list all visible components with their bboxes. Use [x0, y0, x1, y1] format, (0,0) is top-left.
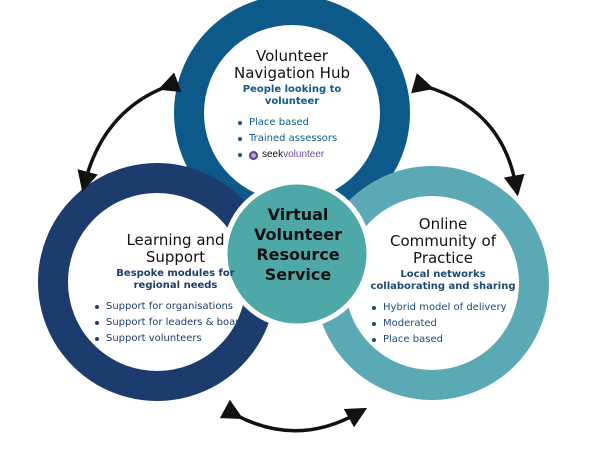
center-circle: [222, 179, 372, 329]
top-title: Volunteer Navigation Hub: [214, 48, 370, 82]
center-title-line: Volunteer: [253, 225, 342, 244]
top-subtitle-line: People looking to: [242, 84, 342, 95]
list-item: Place based: [370, 332, 518, 348]
top-subtitle: People looking to volunteer: [214, 84, 370, 108]
left-subtitle: Bespoke modules for regional needs: [88, 268, 263, 292]
left-section: Learning and Support Bespoke modules for…: [88, 232, 263, 347]
right-title-line: Online: [418, 215, 468, 233]
center-title-line: Service: [264, 265, 332, 284]
left-bullets: Support for organisations Support for le…: [93, 299, 263, 347]
left-subtitle-line: regional needs: [133, 280, 218, 291]
right-title: Online Community of Practice: [368, 216, 518, 267]
list-item: Support for organisations: [93, 299, 263, 315]
left-title-line: Support: [145, 248, 206, 266]
seekvolunteer-logo-icon: [249, 150, 258, 160]
left-subtitle-line: Bespoke modules for: [116, 268, 235, 279]
seek-logo-text-a: seek: [262, 149, 284, 160]
left-title-line: Learning and: [126, 231, 225, 249]
top-subtitle-line: volunteer: [264, 96, 320, 107]
right-subtitle-line: collaborating and sharing: [370, 281, 516, 292]
list-item: Trained assessors: [236, 131, 370, 147]
double-headed-arrow-icon: [77, 72, 182, 193]
double-headed-arrow-icon: [219, 399, 368, 433]
list-item: Support for leaders & boards: [93, 315, 263, 331]
right-subtitle: Local networks collaborating and sharing: [368, 269, 518, 293]
right-bullets: Hybrid model of delivery Moderated Place…: [370, 300, 518, 348]
right-title-line: Community of: [389, 232, 497, 250]
center-title-line: Virtual: [267, 205, 329, 224]
left-title: Learning and Support: [88, 232, 263, 266]
top-section: Volunteer Navigation Hub People looking …: [214, 48, 370, 166]
list-item: Place based: [236, 115, 370, 131]
right-section: Online Community of Practice Local netwo…: [368, 216, 518, 348]
center-title: Virtual Volunteer Resource Service: [226, 205, 370, 285]
center-title-line: Resource: [256, 245, 340, 264]
seek-logo-text-b: volunteer: [283, 149, 325, 160]
right-subtitle-line: Local networks: [400, 269, 486, 280]
list-item: Support volunteers: [93, 331, 263, 347]
right-title-line: Practice: [413, 249, 473, 267]
top-title-line: Volunteer: [256, 47, 328, 65]
list-item: Moderated: [370, 316, 518, 332]
top-title-line: Navigation Hub: [234, 64, 350, 82]
double-headed-arrow-icon: [411, 73, 525, 197]
list-item: Hybrid model of delivery: [370, 300, 518, 316]
